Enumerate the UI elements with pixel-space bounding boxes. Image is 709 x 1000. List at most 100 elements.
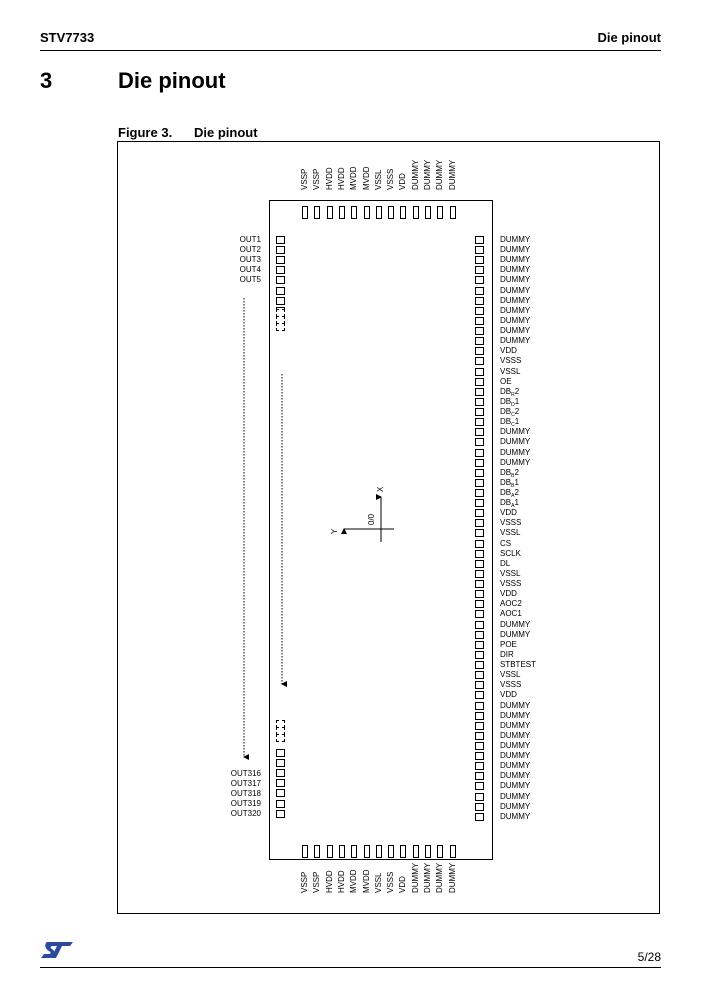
right-pin-name: DUMMY <box>500 700 531 710</box>
right-pin-name: DUMMY <box>500 305 531 315</box>
right-pin-label: VSSL <box>500 569 520 579</box>
top-pin-pad <box>400 206 407 219</box>
right-pin-subscript: C <box>511 412 515 419</box>
right-pin-name: DUMMY <box>500 720 531 730</box>
right-pin-label: DUMMY <box>500 711 530 721</box>
right-pin-label: DBB2 <box>500 468 519 481</box>
right-pin-pad <box>475 256 484 265</box>
right-pin-name: CS <box>500 538 512 548</box>
right-pin-name: DUMMY <box>500 255 531 265</box>
right-pin-subscript: D <box>511 401 515 408</box>
right-pin-name: AOC1 <box>500 609 522 619</box>
right-pin-label: DBC2 <box>500 407 519 420</box>
right-pin-pad <box>475 377 484 386</box>
top-pin-pad <box>363 206 370 219</box>
right-pin-label: DUMMY <box>500 771 530 781</box>
right-pin-pad <box>475 792 484 801</box>
right-pin-subscript: R <box>511 391 515 398</box>
bottom-pin-pad <box>363 845 370 858</box>
right-pin-pad <box>475 630 484 639</box>
left-pin-label: OUT318 <box>230 789 261 799</box>
right-pin-pad <box>475 327 484 336</box>
right-pin-name: VDD <box>500 589 517 599</box>
right-pin-subscript: C <box>511 422 515 429</box>
right-pin-label: DUMMY <box>500 316 530 326</box>
right-pin-name: VSSL <box>500 670 521 680</box>
left-pin-label: OUT319 <box>230 799 261 809</box>
left-pin-pad <box>276 759 285 768</box>
left-pin-pad <box>276 266 285 275</box>
right-pin-name: DUMMY <box>500 801 531 811</box>
right-pin-pad <box>475 752 484 761</box>
right-pin-label: DUMMY <box>500 275 530 285</box>
right-pin-name: OE <box>500 376 512 386</box>
right-pin-pad <box>475 812 484 821</box>
right-pin-index: 1 <box>514 417 520 427</box>
footer-rule <box>40 967 661 968</box>
left-pin-pad <box>276 256 285 265</box>
right-pin-label: AOC2 <box>500 599 522 609</box>
top-pin-pad <box>338 206 345 219</box>
st-logo-icon <box>41 942 73 958</box>
right-pin-pad <box>475 580 484 589</box>
right-pin-name: DL <box>500 558 511 568</box>
right-pin-pad <box>475 529 484 538</box>
right-pin-name: DUMMY <box>500 730 531 740</box>
right-pin-pad <box>475 387 484 396</box>
right-pin-label: DUMMY <box>500 458 530 468</box>
right-pin-name: DUMMY <box>500 245 531 255</box>
right-pin-index: 2 <box>514 488 519 497</box>
right-pin-pad <box>475 762 484 771</box>
right-pin-label: DUMMY <box>500 741 530 751</box>
right-pin-name: DUMMY <box>500 437 531 447</box>
right-pin-name: DB <box>500 498 512 508</box>
right-pin-pad <box>475 408 484 417</box>
right-pin-name: DUMMY <box>500 295 531 305</box>
right-pin-index: 1 <box>514 498 519 508</box>
right-pin-name: VDD <box>500 690 517 700</box>
right-pin-label: AOC1 <box>500 609 522 619</box>
right-pin-index: 2 <box>514 407 520 417</box>
left-pin-pad-ellipsis <box>276 323 285 331</box>
right-pin-pad <box>475 802 484 811</box>
right-pin-pad <box>475 600 484 609</box>
right-pin-subscript: A <box>511 503 515 510</box>
right-pin-label: DUMMY <box>500 336 530 346</box>
right-pin-name: POE <box>500 639 517 649</box>
right-pin-label: DUMMY <box>500 792 530 802</box>
right-pin-name: DUMMY <box>500 457 531 467</box>
left-pin-label: OUT320 <box>230 809 261 819</box>
bottom-pin-pad <box>400 845 407 858</box>
right-pin-pad <box>475 306 484 315</box>
axis-x-label: X <box>376 486 385 492</box>
right-pin-pad <box>475 357 484 366</box>
right-pin-label: OE <box>500 377 512 387</box>
right-pin-label: VSSS <box>500 356 521 366</box>
right-pin-name: VSSS <box>500 356 522 366</box>
right-pin-label: VSSS <box>500 680 521 690</box>
right-pin-name: DUMMY <box>500 771 531 781</box>
right-pin-label: DUMMY <box>500 235 530 245</box>
right-pin-label: VSSL <box>500 367 520 377</box>
right-pin-label: SCLK <box>500 549 521 559</box>
right-pin-label: CS <box>500 539 511 549</box>
right-pin-label: DBA2 <box>500 488 519 501</box>
bottom-pin-pad <box>351 845 358 858</box>
right-pin-name: DB <box>500 477 512 487</box>
right-pin-label: DUMMY <box>500 761 530 771</box>
right-pin-pad <box>475 650 484 659</box>
header-rule <box>40 50 661 51</box>
left-pin-label: OUT1 <box>239 235 261 244</box>
left-pin-label: OUT3 <box>239 255 261 265</box>
right-pin-name: DB <box>500 417 512 427</box>
right-pin-pad <box>475 691 484 700</box>
top-pin-pad <box>326 206 333 219</box>
doc-header-section: Die pinout <box>597 30 661 45</box>
bottom-pin-pad <box>338 845 345 858</box>
right-pin-label: VSSL <box>500 670 520 680</box>
right-pin-pad <box>475 347 484 356</box>
right-pin-label: DUMMY <box>500 630 530 640</box>
top-pin-pad <box>302 206 308 219</box>
left-pin-pad <box>276 809 285 818</box>
right-pin-pad <box>475 711 484 720</box>
